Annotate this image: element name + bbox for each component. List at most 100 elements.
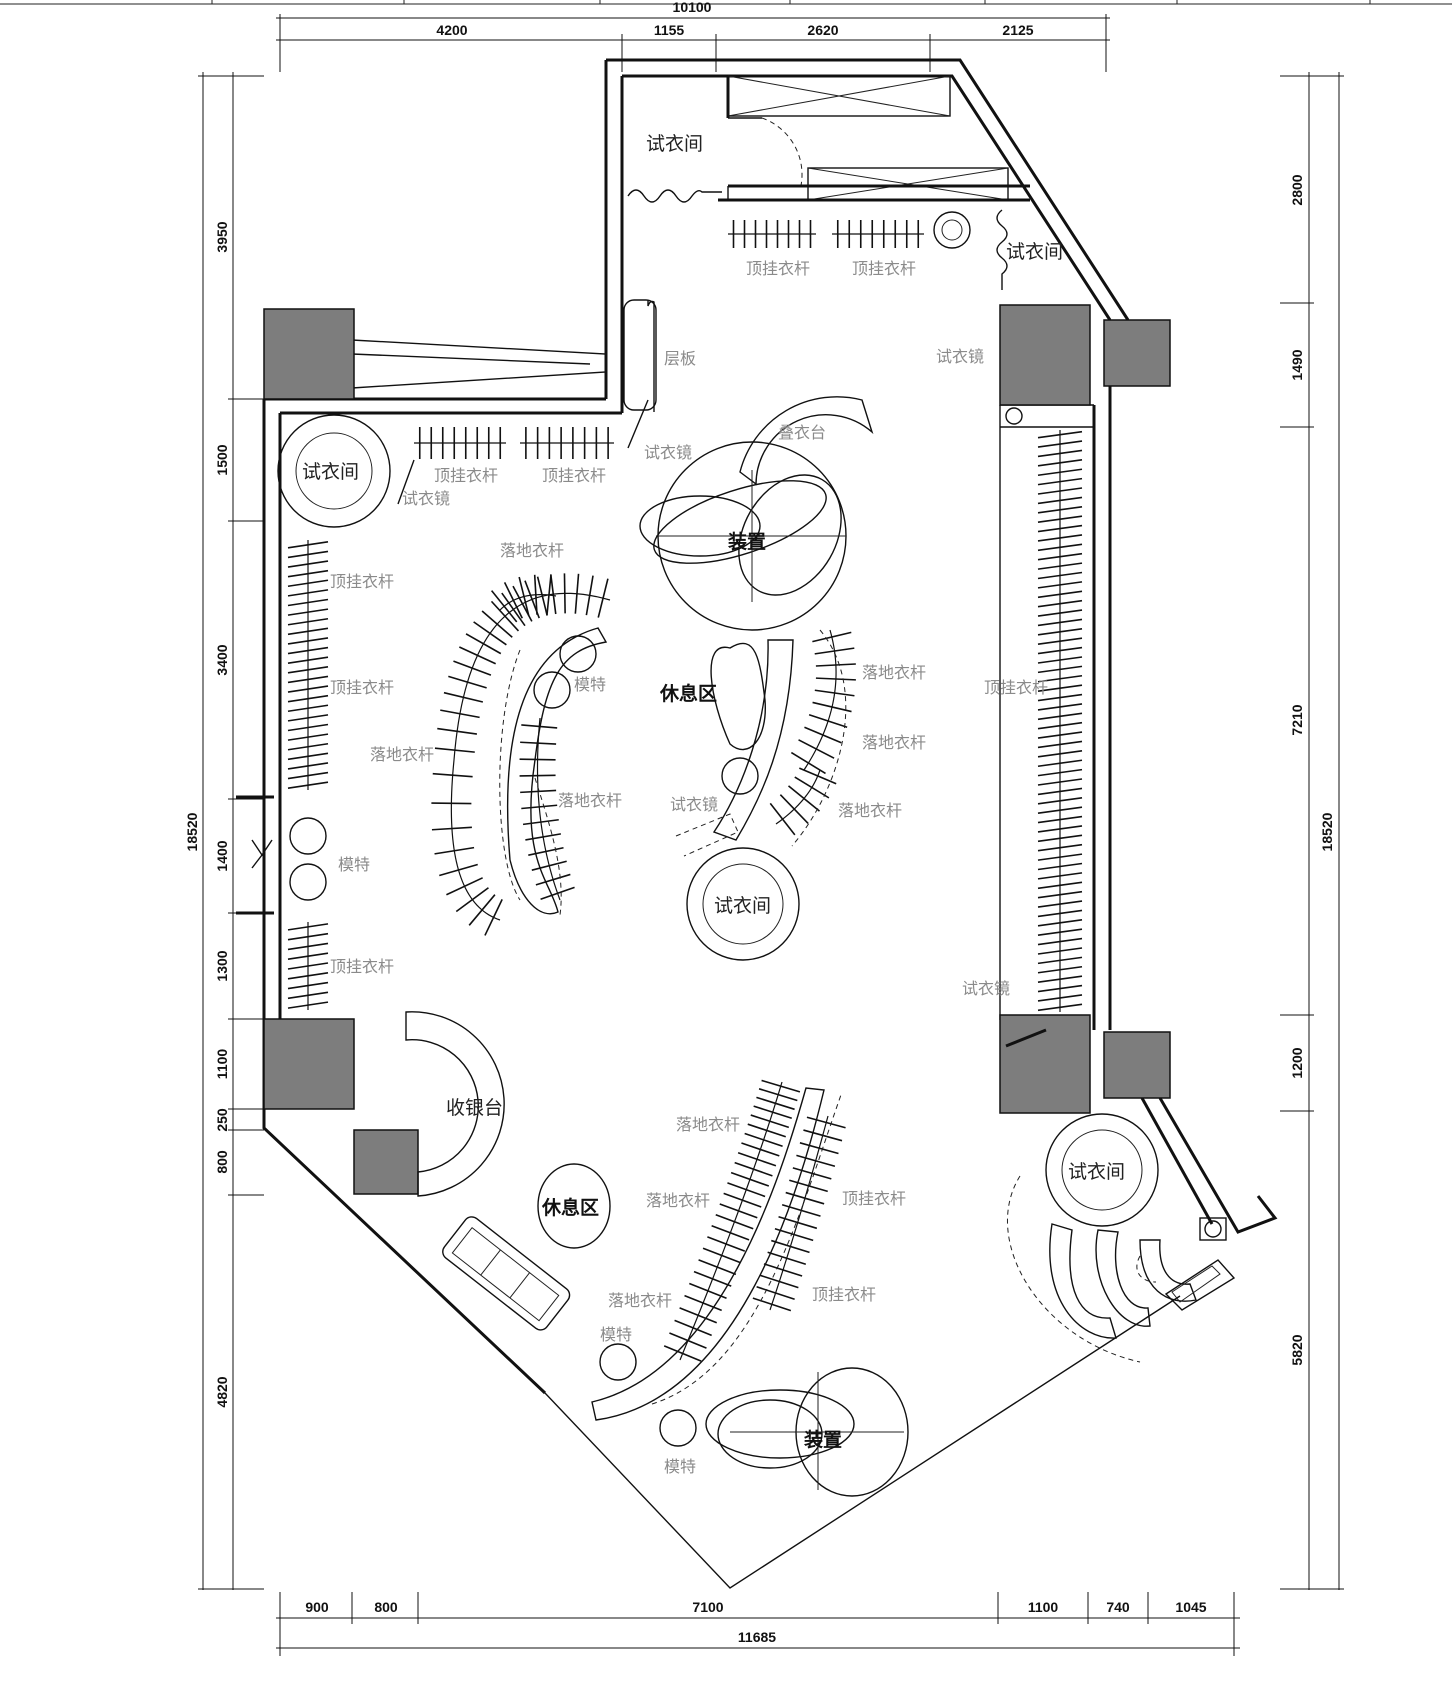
hanger-mark xyxy=(287,627,329,636)
dim-left-2: 1500 xyxy=(214,444,230,475)
hanger-mark xyxy=(702,1247,741,1264)
label-hanging-rail-3: 顶挂衣杆 xyxy=(434,466,498,485)
hanger-mark xyxy=(698,1259,737,1276)
dim-left-9: 4820 xyxy=(214,1376,230,1407)
cashier-desk xyxy=(405,1011,505,1197)
hanger-mark xyxy=(1037,750,1083,758)
hanger-mark xyxy=(812,631,852,643)
fitting-room-left xyxy=(277,414,391,528)
hanger-mark xyxy=(1037,825,1083,833)
label-floor-rail-9: 落地衣杆 xyxy=(608,1291,672,1310)
hanger-mark xyxy=(1037,459,1083,467)
hanger-mark xyxy=(533,574,538,615)
hanger-mark xyxy=(455,887,489,913)
dim-bottom-2: 800 xyxy=(374,1599,398,1615)
column-5 xyxy=(1103,319,1171,387)
hanger-mark xyxy=(459,646,496,665)
hanger-mark xyxy=(1037,956,1083,965)
fitting-room-center xyxy=(686,847,800,961)
hanger-mark xyxy=(747,1123,787,1138)
hanger-mark xyxy=(531,860,567,871)
hanger-mark xyxy=(711,1224,750,1241)
dim-left-7: 250 xyxy=(214,1108,230,1132)
hanger-mark xyxy=(1037,449,1083,458)
hanger-mark xyxy=(707,1236,746,1252)
hanger-mark xyxy=(434,747,475,753)
hanger-mark xyxy=(796,1154,836,1168)
label-lounge-2: 休息区 xyxy=(541,1196,599,1219)
hanger-mark xyxy=(760,1274,799,1289)
label-floor-rail-4: 落地衣杆 xyxy=(862,663,926,682)
hanger-mark xyxy=(484,899,503,936)
hanger-mark xyxy=(1037,815,1083,824)
mannequin-entrance-2 xyxy=(289,863,327,901)
hanger-mark xyxy=(771,1239,810,1254)
hanger-mark xyxy=(574,573,580,614)
hanger-mark xyxy=(1037,637,1083,646)
small-ring xyxy=(1005,407,1023,425)
hanger-mark xyxy=(798,739,835,759)
hanger-mark xyxy=(521,724,558,729)
hanger-mark xyxy=(1037,665,1083,674)
dim-bottom-4: 1100 xyxy=(1028,1599,1059,1615)
label-floor-rail-6: 落地衣杆 xyxy=(838,801,902,820)
hanger-mark xyxy=(761,1079,801,1093)
label-floor-rail-8: 落地衣杆 xyxy=(646,1191,710,1210)
hanger-mark xyxy=(287,932,329,941)
hanger-mark xyxy=(519,774,556,777)
curved-rail xyxy=(450,759,501,921)
sofa xyxy=(442,1216,571,1331)
entrance-mannequins xyxy=(289,817,327,901)
hanger-mark xyxy=(734,1161,773,1177)
mannequin-lower-2 xyxy=(659,1409,697,1447)
hanger-mark xyxy=(804,726,842,744)
curved-rail xyxy=(536,717,561,901)
hanger-mark xyxy=(750,1114,790,1129)
mannequin-lounge xyxy=(721,757,759,795)
walls xyxy=(236,58,1278,1589)
hanger-mark xyxy=(1037,965,1083,974)
hanger-mark xyxy=(1037,562,1083,570)
installations xyxy=(639,441,909,1497)
label-floor-rail-1: 落地衣杆 xyxy=(500,541,564,560)
hanger-mark xyxy=(439,863,478,877)
hanger-mark xyxy=(287,675,329,684)
hanger-mark xyxy=(443,691,484,703)
hanger-mark xyxy=(287,971,329,980)
hanger-mark xyxy=(1037,674,1083,683)
fitting-room-right xyxy=(1045,1113,1159,1227)
hanger-mark xyxy=(769,802,796,836)
hanger-mark xyxy=(1037,609,1083,617)
hanger-mark xyxy=(756,1286,795,1300)
hanger-mark xyxy=(792,1167,832,1180)
curved-rail xyxy=(679,1081,783,1361)
hanger-mark xyxy=(287,962,329,970)
installation-top xyxy=(653,480,827,564)
hanger-mark xyxy=(663,1345,702,1362)
hanger-mark xyxy=(287,942,329,951)
hanger-mark xyxy=(1037,909,1083,918)
label-hanging-rail-6: 顶挂衣杆 xyxy=(330,678,394,697)
hanger-mark xyxy=(1037,834,1083,843)
hanger-mark xyxy=(525,833,562,841)
hanger-mark xyxy=(679,1307,718,1324)
hanger-mark xyxy=(287,762,329,770)
column-1 xyxy=(263,308,355,400)
dim-top-2: 1155 xyxy=(654,22,685,38)
hanger-mark xyxy=(446,877,483,896)
dim-right-3: 7210 xyxy=(1289,704,1305,735)
mannequin-entrance-1 xyxy=(289,817,327,855)
hanger-mark xyxy=(1037,590,1083,599)
hanger-mark xyxy=(1037,571,1083,580)
fitting-rooms xyxy=(277,414,1159,1227)
hanger-mark xyxy=(1037,928,1083,937)
hanger-mark xyxy=(1037,712,1083,721)
mannequin-s-1 xyxy=(559,635,597,673)
hanger-mark xyxy=(1037,543,1083,552)
hanger-mark xyxy=(1037,656,1083,664)
hanger-mark xyxy=(1037,430,1083,439)
hanger-mark xyxy=(432,772,473,778)
dim-left-5: 1300 xyxy=(214,950,230,981)
hanger-mark xyxy=(799,1142,839,1155)
dim-top-4: 2125 xyxy=(1002,22,1033,38)
